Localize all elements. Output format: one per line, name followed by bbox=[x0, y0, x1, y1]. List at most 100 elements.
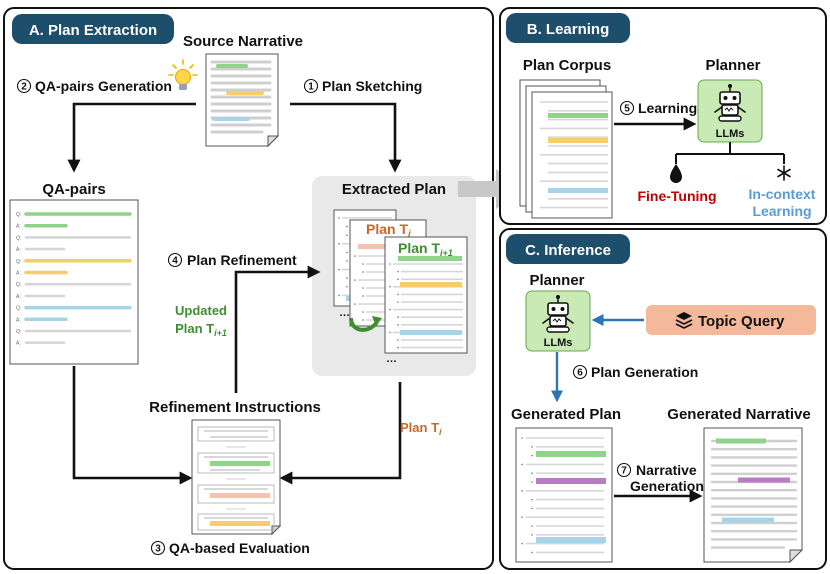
plan-bullet bbox=[362, 271, 364, 273]
plan-bullet bbox=[397, 293, 399, 296]
generated-plan-bullet bbox=[521, 542, 523, 545]
generated-plan-highlight bbox=[536, 537, 606, 543]
generated-plan-bullet bbox=[531, 507, 533, 510]
edge-qa-generation bbox=[67, 102, 196, 173]
plan-ti1-label: Plan Ti+1 bbox=[398, 240, 453, 258]
step-narrative-label-1: Narrative bbox=[636, 462, 697, 478]
plan-bullet bbox=[362, 311, 364, 313]
plan-bullet bbox=[346, 260, 348, 262]
qa-pairs-document: Q:A:Q:A:Q:A:Q:A:Q:A:Q:A: bbox=[9, 199, 139, 365]
step-qa-pairs-generation-label: QA-pairs Generation bbox=[35, 78, 172, 94]
in-context-label-1: In-context bbox=[749, 186, 816, 202]
generated-plan-bullet bbox=[531, 454, 533, 457]
svg-text:5: 5 bbox=[624, 104, 630, 115]
plan-ti-edge-label: Plan Ti bbox=[400, 420, 442, 437]
drop-icon bbox=[670, 164, 682, 183]
qa-row-letter: Q: bbox=[16, 306, 21, 312]
plan-corpus-stack bbox=[519, 79, 613, 219]
generated-plan-bullet bbox=[521, 463, 523, 466]
layers-icon bbox=[675, 312, 693, 329]
inference-planner-label: Planner bbox=[529, 272, 584, 289]
step-4-badge bbox=[167, 252, 183, 268]
step-learning-label: Learning bbox=[638, 100, 697, 116]
plan-ti-label: Plan Ti bbox=[366, 221, 411, 240]
panel-header-inference bbox=[506, 234, 630, 264]
plan-bullet bbox=[346, 234, 348, 236]
plan-bullet bbox=[362, 319, 364, 321]
edge-plan-refinement bbox=[234, 265, 321, 393]
svg-text:1: 1 bbox=[308, 82, 314, 93]
loop-arrow-icon bbox=[349, 316, 382, 332]
qa-row-letter: Q: bbox=[16, 282, 21, 288]
plan-highlight bbox=[398, 256, 462, 261]
plan-bullet bbox=[362, 295, 364, 297]
plan-bullet bbox=[346, 277, 348, 280]
plan-bullet bbox=[346, 286, 348, 288]
svg-text:2: 2 bbox=[21, 82, 27, 93]
step-7-badge bbox=[616, 462, 632, 478]
qa-row-letter: A: bbox=[16, 341, 21, 347]
plan-bullet bbox=[397, 316, 399, 319]
step-qa-based-evaluation-label: QA-based Evaluation bbox=[169, 540, 310, 556]
updated-label: Updated bbox=[175, 303, 227, 318]
step-plan-sketching-label: Plan Sketching bbox=[322, 78, 422, 94]
plan-bullet bbox=[389, 286, 391, 288]
robot-icon bbox=[714, 84, 746, 122]
plan-bullet bbox=[397, 278, 399, 281]
qa-row-letter: A: bbox=[16, 317, 21, 323]
plan-bullet bbox=[338, 294, 340, 297]
robot-icon bbox=[542, 295, 574, 333]
step-5-badge bbox=[619, 100, 635, 116]
generated-plan-highlight bbox=[536, 478, 606, 484]
svg-text:4: 4 bbox=[172, 256, 178, 267]
step-2-badge bbox=[16, 78, 32, 94]
panel-title-inference: C. Inference bbox=[525, 242, 611, 259]
plan-bullet bbox=[362, 263, 364, 265]
qa-row-letter: Q: bbox=[16, 329, 21, 335]
step-narrative-label-2: Generation bbox=[630, 478, 704, 494]
plan-bullet bbox=[354, 255, 356, 257]
llms-label: LLMs bbox=[716, 128, 745, 140]
generated-plan-highlight bbox=[536, 451, 606, 457]
step-plan-refinement-label: Plan Refinement bbox=[187, 252, 297, 268]
generated-narrative-label: Generated Narrative bbox=[667, 406, 810, 423]
learning-planner-label: Planner bbox=[705, 57, 760, 74]
plan-bullet bbox=[354, 303, 356, 305]
qa-row-letter: Q: bbox=[16, 212, 21, 218]
edge-plan-sketching bbox=[290, 102, 402, 173]
snowflake-icon bbox=[777, 165, 791, 181]
generated-plan-bullet bbox=[521, 437, 523, 439]
generated-plan-label: Generated Plan bbox=[511, 406, 621, 423]
plan-bullet bbox=[338, 268, 340, 271]
llms-label: LLMs bbox=[544, 337, 573, 349]
plan-bullet bbox=[346, 225, 348, 228]
svg-text:6: 6 bbox=[577, 368, 583, 379]
learning-planner-box: LLMs bbox=[697, 79, 763, 143]
plan-ellipsis-1: … bbox=[339, 307, 350, 319]
edge-qa-to-evaluation bbox=[72, 366, 193, 485]
step-plan-generation-label: Plan Generation bbox=[591, 364, 698, 380]
step-1-badge bbox=[303, 78, 319, 94]
generated-plan-bullet bbox=[521, 516, 523, 518]
fine-tuning-label: Fine-Tuning bbox=[637, 188, 716, 204]
svg-text:3: 3 bbox=[155, 544, 161, 555]
panel-header-learning bbox=[506, 13, 630, 43]
qa-pairs-label: QA-pairs bbox=[42, 181, 105, 198]
lightbulb-icon bbox=[168, 59, 198, 90]
generated-plan-document bbox=[515, 427, 613, 563]
edge-plan-to-evaluation bbox=[279, 382, 402, 485]
extracted-plan-label: Extracted Plan bbox=[342, 181, 446, 198]
source-narrative-document bbox=[205, 53, 280, 148]
corpus-highlight bbox=[548, 188, 608, 193]
qa-row-letter: A: bbox=[16, 224, 21, 230]
in-context-label-2: Learning bbox=[752, 203, 811, 219]
plan-bullet bbox=[338, 243, 340, 245]
planner-branch bbox=[675, 142, 785, 164]
plan-bullet bbox=[389, 308, 391, 311]
panel-title-extraction: A. Plan Extraction bbox=[29, 22, 157, 39]
generated-plan-bullet bbox=[531, 472, 533, 475]
generated-plan-bullet bbox=[531, 534, 533, 536]
topic-query-label: Topic Query bbox=[698, 313, 785, 330]
qa-row-letter: Q: bbox=[16, 235, 21, 241]
